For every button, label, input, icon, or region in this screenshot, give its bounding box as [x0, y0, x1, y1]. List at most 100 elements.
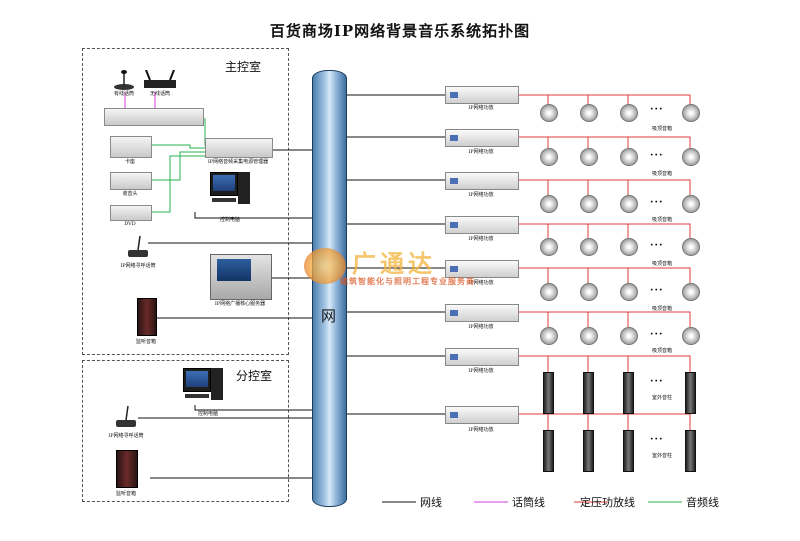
- outdoor-column-speaker: [685, 372, 696, 414]
- ceiling-speaker: [580, 195, 598, 213]
- ip-amplifier-1-label: IP网络功放: [468, 105, 494, 111]
- ip-server-label: IP网络广播核心服务器: [214, 301, 266, 307]
- wired-mic-label: 有线话筒: [113, 91, 134, 97]
- outdoor-column-speaker: [543, 372, 554, 414]
- ceiling-speaker: [620, 195, 638, 213]
- branch-control-pc-device: [183, 368, 225, 408]
- ceiling-speaker: [540, 195, 558, 213]
- ip-amplifier-8-label: IP网络功放: [468, 427, 494, 433]
- more-speakers-ellipsis: ···: [650, 104, 664, 115]
- monitor-speaker-main-label: 监听音箱: [135, 339, 156, 345]
- ceiling-speaker: [540, 148, 558, 166]
- ceiling-speaker: [620, 148, 638, 166]
- ceiling-speaker: [682, 283, 700, 301]
- ceiling-speaker: [540, 283, 558, 301]
- more-speakers-ellipsis: ···: [650, 150, 664, 161]
- outdoor-column-speaker: [583, 372, 594, 414]
- speaker-label-6: 吸顶音箱: [651, 348, 672, 354]
- ceiling-speaker: [580, 283, 598, 301]
- wireless-mic-label: 无线话筒: [149, 91, 170, 97]
- more-speakers-ellipsis: ···: [650, 240, 664, 251]
- speaker-label-4: 吸顶音箱: [651, 261, 672, 267]
- main-control-room: [82, 48, 289, 355]
- ip-amplifier-7-label: IP网络功放: [468, 368, 494, 374]
- speaker-label-3: 吸顶音箱: [651, 217, 672, 223]
- ceiling-speaker: [580, 327, 598, 345]
- ip-paging-mic-device: [126, 234, 150, 258]
- diagram-title: 百货商场IP网络背景音乐系统拓扑图: [269, 22, 531, 40]
- card-machine-device: [110, 136, 152, 158]
- dvd-device: [110, 205, 152, 221]
- tuner-device: [110, 172, 152, 190]
- outdoor-column-speaker: [685, 430, 696, 472]
- ceiling-speaker: [682, 148, 700, 166]
- ceiling-speaker: [540, 104, 558, 122]
- outdoor-column-speaker: [623, 372, 634, 414]
- ip-amplifier-3-label: IP网络功放: [468, 192, 494, 198]
- legend-audio-cable: 音频线: [686, 496, 719, 509]
- more-speakers-ellipsis: ···: [650, 434, 664, 445]
- more-speakers-ellipsis: ···: [650, 197, 664, 208]
- ip-amplifier-2: [445, 129, 519, 147]
- ip-amplifier-4: [445, 216, 519, 234]
- ceiling-speaker: [620, 327, 638, 345]
- ceiling-speaker: [580, 104, 598, 122]
- control-pc-device: [210, 172, 250, 208]
- ceiling-speaker: [540, 238, 558, 256]
- card-machine-label: 卡座: [124, 159, 135, 165]
- ip-collector-device: [205, 138, 273, 158]
- monitor-speaker-branch: [116, 450, 138, 488]
- audio-lines: [150, 118, 206, 213]
- wireless-mic-device: [140, 69, 180, 90]
- ip-amplifier-6-label: IP网络功放: [468, 324, 494, 330]
- branch-control-pc-label: 控制电脑: [197, 411, 218, 417]
- ip-amplifier-5: [445, 260, 519, 278]
- branch-paging-mic-label: IP网络寻呼话筒: [108, 433, 144, 439]
- main-room-label: 主控室: [225, 60, 262, 74]
- ceiling-speaker: [540, 327, 558, 345]
- more-speakers-ellipsis: ···: [650, 376, 664, 387]
- ceiling-speaker: [580, 238, 598, 256]
- ip-amplifier-8: [445, 406, 519, 424]
- speaker-label-7: 室外音柱: [651, 395, 672, 401]
- speaker-label-1: 吸顶音箱: [651, 126, 672, 132]
- ceiling-speaker: [682, 327, 700, 345]
- legend-mic-cable: 话筒线: [512, 496, 545, 509]
- legend: 网线 话筒线 定压功放线 音频线: [378, 494, 778, 510]
- legend-speaker-cable: 定压功放线: [580, 496, 635, 509]
- dvd-label: DVD: [124, 221, 136, 227]
- brand-logo-icon: [304, 248, 346, 284]
- mixer-device: [104, 108, 204, 126]
- ceiling-speaker: [620, 238, 638, 256]
- wired-mic-device: [112, 68, 136, 90]
- monitor-speaker-branch-label: 监听音箱: [115, 491, 136, 497]
- branch-paging-mic-device: [114, 404, 138, 428]
- mic-lines: [124, 92, 156, 110]
- ip-amplifier-6: [445, 304, 519, 322]
- ip-amplifier-3: [445, 172, 519, 190]
- ip-amplifier-1: [445, 86, 519, 104]
- ceiling-speaker: [580, 148, 598, 166]
- tuner-label: 收音头: [122, 191, 138, 197]
- control-pc-label: 控制电脑: [219, 217, 240, 223]
- more-speakers-ellipsis: ···: [650, 329, 664, 340]
- ip-paging-mic-label: IP网络寻呼话筒: [120, 263, 156, 269]
- speaker-label-8: 室外音柱: [651, 453, 672, 459]
- outdoor-column-speaker: [543, 430, 554, 472]
- ip-amplifier-4-label: IP网络功放: [468, 236, 494, 242]
- speaker-label-2: 吸顶音箱: [651, 171, 672, 177]
- brand-slogan: 建筑智能化与照明工程专业服务商: [340, 276, 475, 286]
- ip-amplifier-2-label: IP网络功放: [468, 149, 494, 155]
- brand-name: 广通达: [352, 249, 436, 278]
- ip-amplifier-5-label: IP网络功放: [468, 280, 494, 286]
- ip-amplifier-7: [445, 348, 519, 366]
- ceiling-speaker: [682, 195, 700, 213]
- branch-control-room: [82, 360, 289, 502]
- more-speakers-ellipsis: ···: [650, 285, 664, 296]
- ceiling-speaker: [620, 104, 638, 122]
- outdoor-column-speaker: [583, 430, 594, 472]
- brand-watermark: 广通达 建筑智能化与照明工程专业服务商: [300, 244, 530, 294]
- monitor-speaker-main: [137, 298, 157, 336]
- network-lines: [138, 94, 445, 479]
